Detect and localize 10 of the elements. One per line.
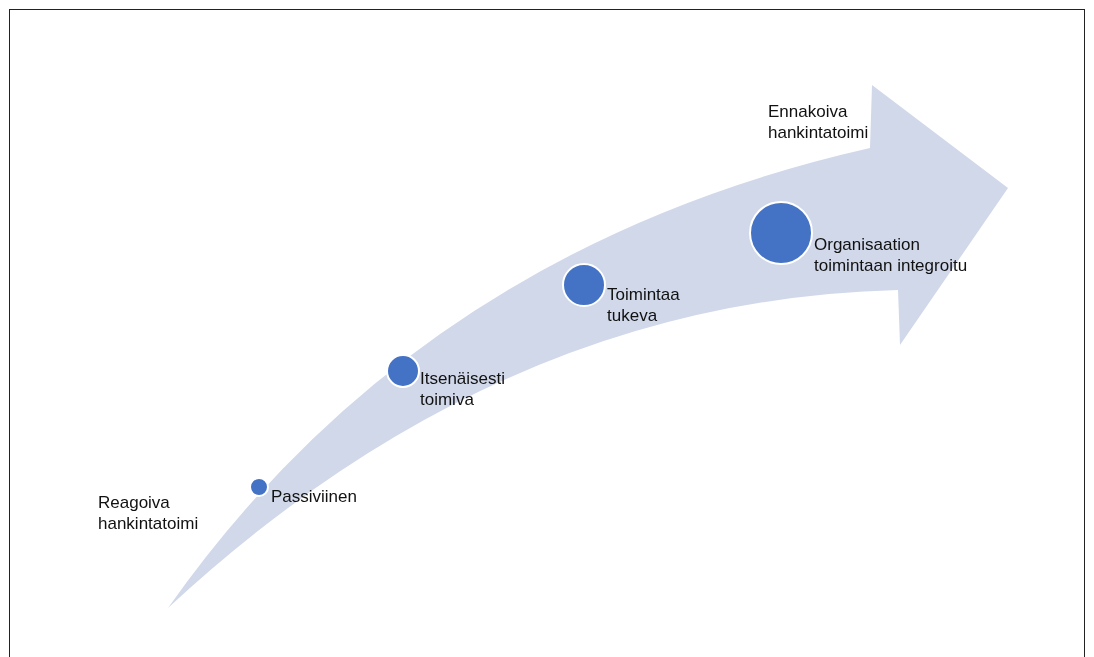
stage-circle [385, 353, 421, 389]
stage-end-label: Ennakoiva hankintatoimi [768, 101, 870, 143]
stage-label: Itsenäisesti toimiva [420, 368, 507, 410]
stage-circle [248, 476, 270, 498]
stage-end-label: Reagoiva hankintatoimi [98, 492, 200, 534]
stage-circle [748, 200, 814, 266]
stage-circle [561, 262, 607, 308]
stage-label: Organisaation toimintaan integroitu [814, 234, 969, 276]
stage-label: Passiviinen [271, 486, 358, 507]
stage-label: Toimintaa tukeva [607, 284, 681, 326]
